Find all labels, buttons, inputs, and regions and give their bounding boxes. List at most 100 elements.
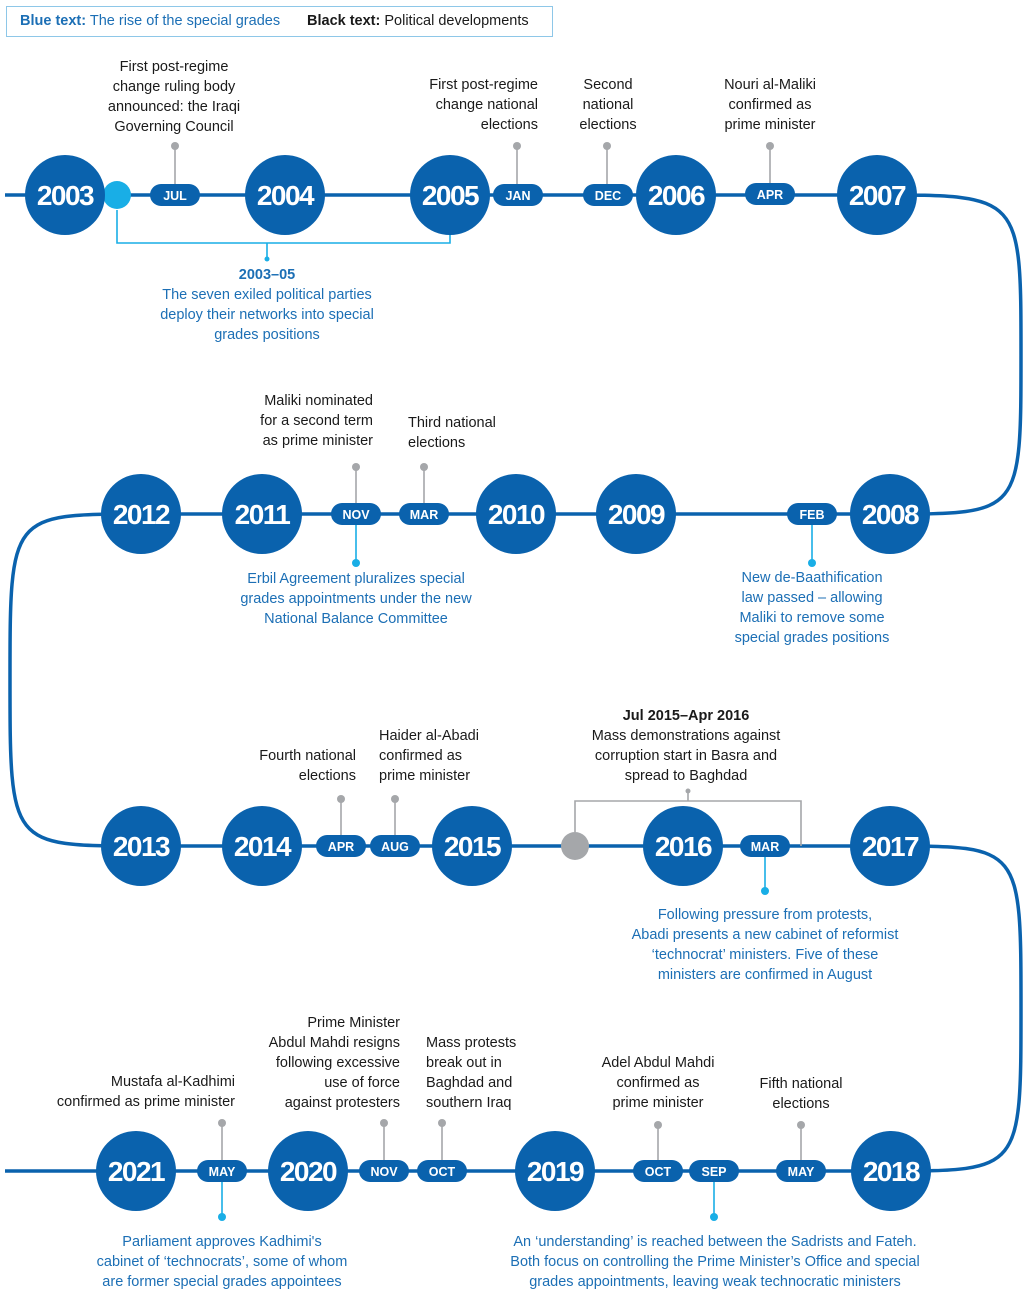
year-label: 2017 <box>862 831 919 862</box>
year-label: 2010 <box>488 499 545 530</box>
timeline-line <box>5 193 1023 1173</box>
year-marker-2020: 2020 <box>268 1131 348 1211</box>
month-label: MAR <box>751 840 779 854</box>
month-label: JUL <box>163 189 187 203</box>
stem-dots <box>171 142 816 1221</box>
month-marker-dec-2005: DEC <box>583 184 633 206</box>
legend-black-key: Black text: <box>307 13 381 29</box>
year-marker-2005: 2005 <box>410 155 490 235</box>
year-label: 2003 <box>37 180 94 211</box>
month-label: DEC <box>595 189 621 203</box>
month-marker-sep-2018: SEP <box>689 1160 739 1182</box>
month-label: APR <box>328 840 354 854</box>
year-marker-2019: 2019 <box>515 1131 595 1211</box>
month-label: MAY <box>788 1165 815 1179</box>
year-label: 2004 <box>257 180 315 211</box>
month-marker-jan-2005: JAN <box>493 184 543 206</box>
year-label: 2005 <box>422 180 479 211</box>
year-marker-2009: 2009 <box>596 474 676 554</box>
month-label: MAR <box>410 508 438 522</box>
year-marker-2013: 2013 <box>101 806 181 886</box>
legend-blue-desc: The rise of the special grades <box>89 13 281 29</box>
month-marker-mar-2010: MAR <box>399 503 449 525</box>
month-marker-nov-2010: NOV <box>331 503 381 525</box>
month-markers: JUL JAN DEC APR FEB MAR NOV APR AUG MAR … <box>150 183 837 1182</box>
year-marker-2004: 2004 <box>245 155 325 235</box>
month-marker-apr-2014: APR <box>316 835 366 857</box>
year-marker-2016: 2016 <box>643 806 723 886</box>
month-marker-oct-2019: OCT <box>417 1160 467 1182</box>
year-marker-2018: 2018 <box>851 1131 931 1211</box>
year-label: 2016 <box>655 831 712 862</box>
year-marker-2010: 2010 <box>476 474 556 554</box>
month-label: FEB <box>800 508 825 522</box>
legend-black-desc: Political developments <box>384 13 529 29</box>
month-label: APR <box>757 188 783 202</box>
year-label: 2014 <box>234 831 292 862</box>
range-bracket-2003-05 <box>116 210 451 258</box>
month-marker-may-2018: MAY <box>776 1160 826 1182</box>
legend-black: Black text: Political developments <box>307 7 529 36</box>
year-label: 2021 <box>108 1156 165 1187</box>
month-marker-apr-2006: APR <box>745 183 795 205</box>
month-label: NOV <box>342 508 370 522</box>
legend-blue: Blue text: The rise of the special grade… <box>20 7 280 36</box>
legend-blue-key: Blue text: <box>20 13 87 29</box>
year-marker-2006: 2006 <box>636 155 716 235</box>
year-label: 2020 <box>280 1156 337 1187</box>
year-marker-2021: 2021 <box>96 1131 176 1211</box>
range-label-2015-16: Jul 2015–Apr 2016 <box>622 708 750 724</box>
month-label: JAN <box>505 189 530 203</box>
event-sep-2018: An ‘understanding’ is reached between th… <box>510 1234 920 1290</box>
month-label: AUG <box>381 840 409 854</box>
legend: Blue text: The rise of the special grade… <box>6 6 553 37</box>
year-label: 2013 <box>113 831 170 862</box>
year-markers: 2003 2004 2005 2006 2007 2008 2009 2010 … <box>25 155 931 1211</box>
month-label: OCT <box>645 1165 672 1179</box>
year-label: 2009 <box>608 499 665 530</box>
range-label-2003-05: 2003–05 <box>238 267 296 283</box>
month-marker-oct-2018: OCT <box>633 1160 683 1182</box>
year-marker-2015: 2015 <box>432 806 512 886</box>
month-marker-aug-2014: AUG <box>370 835 420 857</box>
year-marker-2014: 2014 <box>222 806 302 886</box>
bracket-dot <box>685 788 691 794</box>
year-marker-2012: 2012 <box>101 474 181 554</box>
month-label: OCT <box>429 1165 456 1179</box>
year-label: 2006 <box>648 180 705 211</box>
year-label: 2007 <box>849 180 906 211</box>
year-marker-2008: 2008 <box>850 474 930 554</box>
month-label: NOV <box>370 1165 398 1179</box>
month-marker-feb-2008: FEB <box>787 503 837 525</box>
year-label: 2019 <box>527 1156 584 1187</box>
month-label: SEP <box>701 1165 726 1179</box>
range-start-marker-2003 <box>103 181 131 209</box>
range-start-marker-2015 <box>561 832 589 860</box>
year-marker-2011: 2011 <box>222 474 302 554</box>
year-label: 2012 <box>113 499 170 530</box>
bracket-dot <box>264 256 270 262</box>
year-marker-2007: 2007 <box>837 155 917 235</box>
month-marker-may-2020: MAY <box>197 1160 247 1182</box>
month-marker-mar-2016: MAR <box>740 835 790 857</box>
year-label: 2018 <box>863 1156 920 1187</box>
year-marker-2003: 2003 <box>25 155 105 235</box>
month-marker-nov-2019: NOV <box>359 1160 409 1182</box>
stems <box>174 147 813 1216</box>
